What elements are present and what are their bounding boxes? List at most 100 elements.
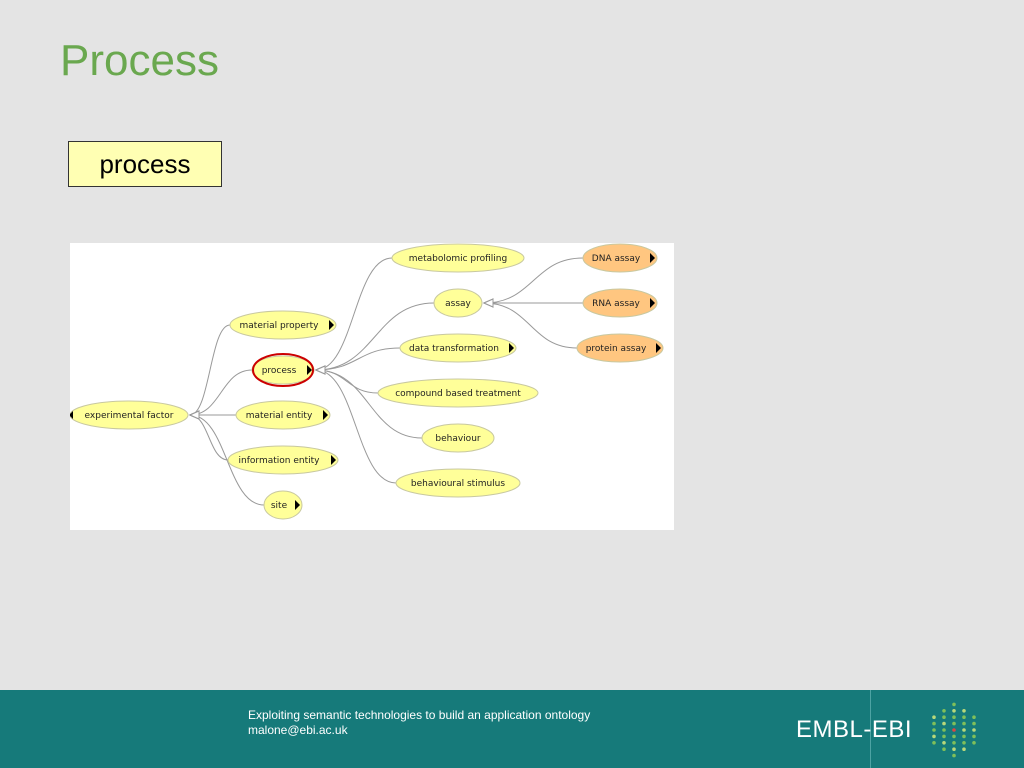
logo-dot — [942, 728, 946, 732]
node-label: behaviour — [435, 434, 481, 444]
expand-arrow-icon[interactable] — [650, 253, 655, 263]
logo-dot — [952, 721, 956, 726]
node-process[interactable]: process — [251, 353, 315, 387]
logo-dot — [952, 728, 956, 732]
edge-data-transformation-to-process — [315, 347, 401, 371]
logo-dot — [952, 709, 956, 713]
ontology-graph-panel: metabolomic profiling DNA assay assay RNA a… — [70, 243, 674, 530]
logo-dot — [942, 709, 946, 713]
footer-bar: Exploiting semantic technologies to buil… — [0, 690, 1024, 768]
edge-behavioural-stimulus-to-process — [315, 369, 397, 484]
node-shape — [391, 243, 525, 273]
edge-site-to-experimental-factor — [189, 414, 265, 506]
footer-email: malone@ebi.ac.uk — [248, 723, 348, 737]
logo-dot — [962, 728, 966, 732]
selected-node-ring — [252, 353, 314, 387]
node-label: site — [271, 501, 288, 511]
node-shape — [433, 288, 483, 318]
logo-dot — [952, 741, 956, 745]
logo-dot — [962, 747, 966, 751]
footer-presentation-title: Exploiting semantic technologies to buil… — [248, 708, 591, 722]
logo-dot — [972, 721, 976, 726]
node-behaviour[interactable]: behaviour — [421, 423, 495, 453]
node-shape — [576, 333, 664, 363]
edge-information-entity-to-experimental-factor — [189, 414, 229, 461]
node-label: assay — [445, 299, 471, 309]
logo-dot — [942, 734, 946, 739]
node-label: experimental factor — [85, 411, 174, 421]
logo-dot — [952, 715, 956, 719]
logo-dot — [972, 734, 976, 739]
edge-behaviour-to-process — [315, 369, 423, 439]
logo-dot — [972, 715, 976, 719]
slide-title: Process — [60, 36, 219, 85]
term-box: process — [68, 141, 222, 187]
expand-arrow-icon[interactable] — [656, 343, 661, 353]
logo-dot — [952, 747, 956, 751]
node-shape — [229, 310, 337, 340]
node-metabolomic-profiling[interactable]: metabolomic profiling — [391, 243, 525, 273]
embl-ebi-logo-text: EMBL-EBI — [796, 716, 913, 743]
expand-arrow-icon[interactable] — [331, 455, 336, 465]
node-compound-based-treatment[interactable]: compound based treatment — [377, 378, 539, 408]
expand-arrow-icon[interactable] — [650, 298, 655, 308]
node-dna-assay[interactable]: DNA assay — [582, 243, 658, 273]
node-label: process — [262, 366, 297, 376]
node-label: RNA assay — [592, 299, 640, 309]
edge-material-property-to-experimental-factor — [189, 324, 231, 416]
logo-dot — [952, 753, 956, 758]
logo-dot — [962, 709, 966, 713]
node-shape — [399, 333, 517, 363]
node-material-entity[interactable]: material entity — [235, 400, 331, 430]
expand-arrow-icon[interactable] — [323, 410, 328, 420]
logo-dot — [942, 721, 946, 726]
logo-dot — [972, 728, 976, 732]
node-information-entity[interactable]: information entity — [227, 445, 339, 475]
node-shape — [582, 243, 658, 273]
expand-arrow-icon[interactable] — [329, 320, 334, 330]
node-label: material entity — [246, 411, 313, 421]
ontology-graph: metabolomic profiling DNA assay assay RNA a… — [70, 243, 664, 520]
logo-dot — [942, 715, 946, 719]
node-behavioural-stimulus[interactable]: behavioural stimulus — [395, 468, 521, 498]
logo-dot — [932, 728, 936, 732]
node-label: data transformation — [409, 344, 499, 354]
logo-dot — [942, 741, 946, 745]
expand-arrow-icon[interactable] — [509, 343, 514, 353]
logo-dot — [932, 741, 936, 745]
node-label: protein assay — [586, 344, 647, 354]
collapse-arrow-icon[interactable] — [70, 411, 73, 419]
node-label: material property — [240, 321, 320, 331]
logo-dot — [932, 721, 936, 726]
edge-arrowhead — [188, 410, 200, 420]
footer-divider — [870, 690, 871, 768]
embl-ebi-logo-icon — [932, 702, 976, 758]
node-assay[interactable]: assay — [433, 288, 483, 318]
node-shape — [70, 400, 189, 430]
edge-arrowhead — [482, 298, 494, 308]
edge-assay-to-process — [315, 302, 435, 371]
node-label: behavioural stimulus — [411, 479, 505, 489]
node-material-property[interactable]: material property — [229, 310, 337, 340]
expand-arrow-icon[interactable] — [307, 365, 312, 375]
node-site[interactable]: site — [263, 490, 303, 520]
edge-arrowhead — [314, 365, 326, 375]
node-label: information entity — [239, 456, 321, 466]
logo-dot — [932, 715, 936, 719]
node-rna-assay[interactable]: RNA assay — [582, 288, 658, 318]
logo-dot — [962, 734, 966, 739]
node-shape — [263, 490, 303, 520]
edge-protein-assay-to-assay — [483, 302, 578, 349]
node-label: DNA assay — [592, 254, 641, 264]
logo-dot — [962, 721, 966, 726]
footer-text: Exploiting semantic technologies to buil… — [248, 708, 590, 738]
node-protein-assay[interactable]: protein assay — [576, 333, 664, 363]
node-experimental-factor[interactable]: experimental factor — [70, 400, 189, 430]
edge-dna-assay-to-assay — [483, 257, 584, 304]
logo-dot — [962, 741, 966, 745]
expand-arrow-icon[interactable] — [295, 500, 300, 510]
node-shape — [421, 423, 495, 453]
node-data-transformation[interactable]: data transformation — [399, 333, 517, 363]
node-shape — [582, 288, 658, 318]
logo-dot — [972, 741, 976, 745]
